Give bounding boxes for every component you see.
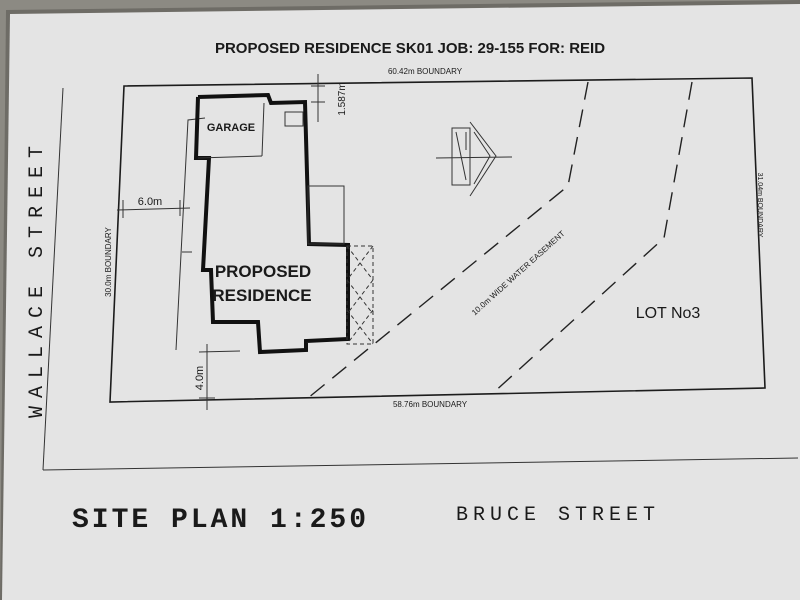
easement-line-right	[491, 81, 693, 395]
hatched-structure	[346, 245, 374, 345]
front-setback-dimension	[198, 344, 241, 410]
bottom-boundary-label: 58.76m BOUNDARY	[393, 400, 468, 409]
top-boundary-label: 60.42m BOUNDARY	[388, 67, 463, 76]
residence-label-line1: PROPOSED	[215, 262, 311, 281]
bruce-street-edge	[42, 457, 799, 471]
top-setback-dimension	[311, 74, 325, 122]
property-boundary	[109, 77, 766, 403]
easement-line-left	[307, 81, 589, 399]
left-boundary-label: 30.0m BOUNDARY	[104, 227, 113, 297]
rear-deck	[307, 185, 345, 245]
garage-wall	[261, 102, 265, 157]
right-boundary-label: 31.04m BOUNDARY	[756, 173, 763, 238]
bruce-street-label: BRUCE STREET	[456, 504, 660, 527]
residence-label-line2: RESIDENCE	[212, 286, 311, 305]
building-setback-line	[175, 117, 206, 351]
side-setback-label: 6.0m	[138, 196, 162, 208]
north-arrow-icon	[435, 121, 513, 197]
garage-step	[284, 111, 304, 127]
site-plan-label: SITE PLAN 1:250	[72, 505, 369, 536]
residence-footprint	[193, 92, 350, 355]
garage-divider	[197, 155, 263, 159]
wallace-street-label: WALLACE STREET	[26, 138, 49, 418]
side-setback-dimension	[116, 200, 191, 218]
top-setback-label: 1.587m	[337, 82, 348, 115]
wallace-street-edge	[42, 87, 64, 471]
lot-label: LOT No3	[636, 305, 701, 322]
front-setback-label: 4.0m	[194, 366, 206, 390]
paper-sheet	[2, 4, 800, 600]
drawing-title: PROPOSED RESIDENCE SK01 JOB: 29-155 FOR:…	[215, 40, 605, 57]
garage-label: GARAGE	[207, 122, 255, 134]
